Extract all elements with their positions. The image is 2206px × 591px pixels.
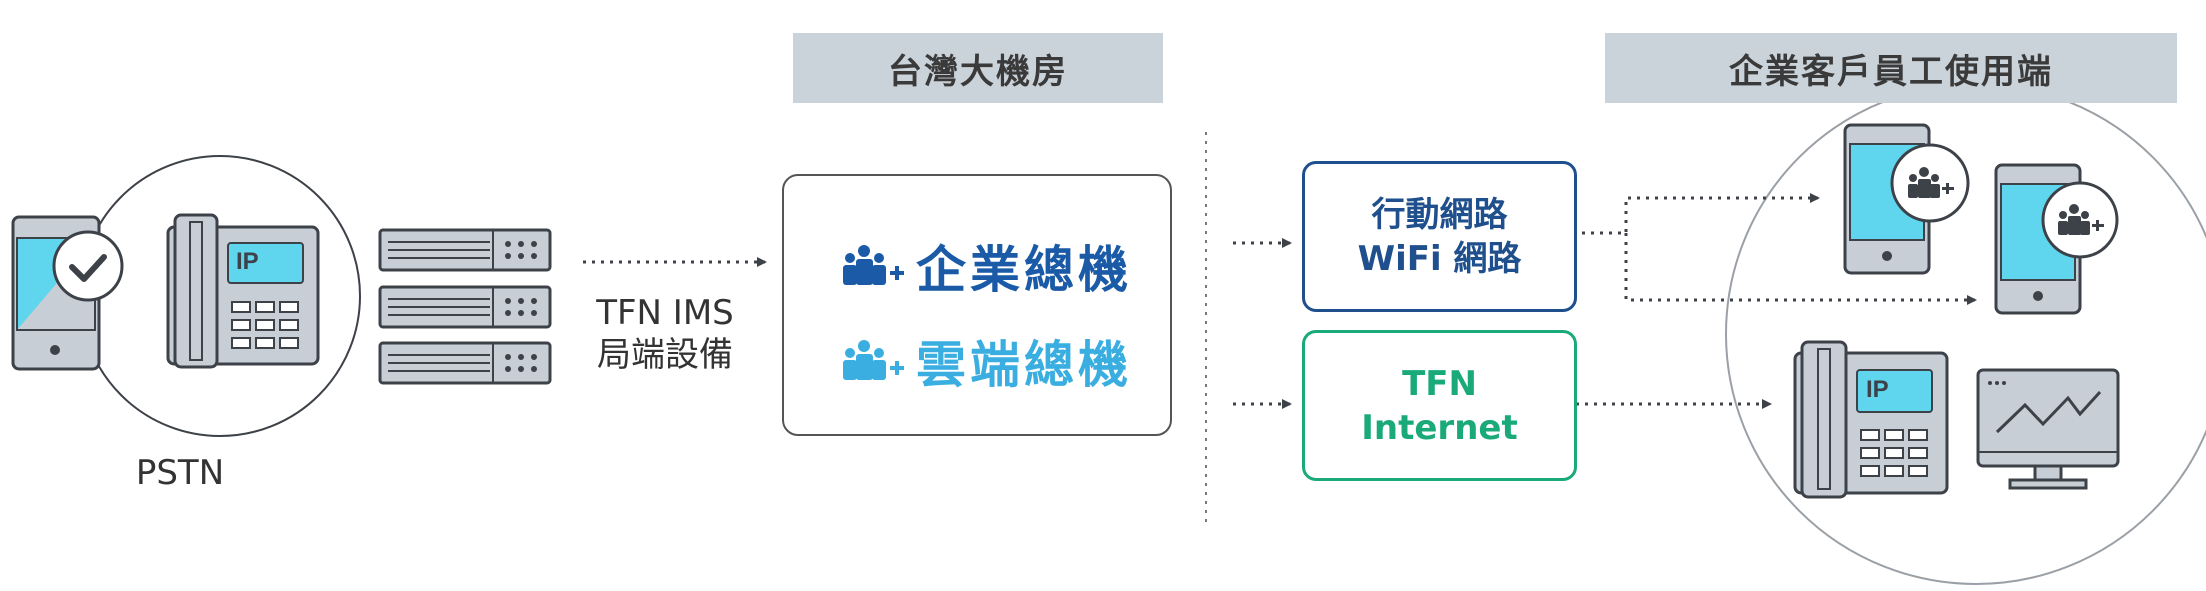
- enterprise-header: 企業客戶員工使用端: [1605, 33, 2177, 103]
- server-unit: [378, 285, 552, 329]
- ims-label: TFN IMS 局端設備: [580, 292, 750, 376]
- server-unit: [378, 341, 552, 385]
- people-plus-icon: [843, 340, 904, 380]
- tfn-network-box: TFN Internet: [1302, 330, 1577, 481]
- people-plus-icon: [1890, 143, 1970, 223]
- tfn-network-line2: Internet: [1361, 407, 1518, 448]
- ims-label-line2: 局端設備: [597, 335, 733, 375]
- people-plus-icon: [843, 245, 904, 285]
- enterprise-pbx-brand: 企業總機: [838, 230, 1132, 302]
- enterprise-ip-phone: [1793, 340, 1949, 499]
- datacenter-box: [782, 174, 1172, 436]
- ims-label-line1: TFN IMS: [596, 293, 734, 333]
- enterprise-monitor: [1976, 368, 2120, 490]
- tfn-network-line1: TFN: [1402, 363, 1477, 404]
- cloud-pbx-label: 雲端總機: [916, 336, 1132, 394]
- mobile-network-line1: 行動網路: [1371, 194, 1508, 235]
- check-icon: [52, 230, 124, 302]
- pstn-ip-label: IP: [236, 248, 259, 275]
- mobile-network-line2: WiFi 網路: [1357, 238, 1522, 279]
- server-unit: [378, 228, 552, 272]
- mobile-network-box: 行動網路 WiFi 網路: [1302, 161, 1577, 312]
- cloud-pbx-brand: 雲端總機: [838, 325, 1132, 397]
- enterprise-pbx-label: 企業總機: [916, 241, 1132, 299]
- enterprise-ip-label: IP: [1866, 376, 1889, 403]
- people-plus-icon: [2041, 181, 2119, 259]
- pstn-label: PSTN: [135, 453, 225, 493]
- datacenter-header: 台灣大機房: [793, 33, 1163, 103]
- arrow-mobile-to-phone2: [1624, 233, 1977, 305]
